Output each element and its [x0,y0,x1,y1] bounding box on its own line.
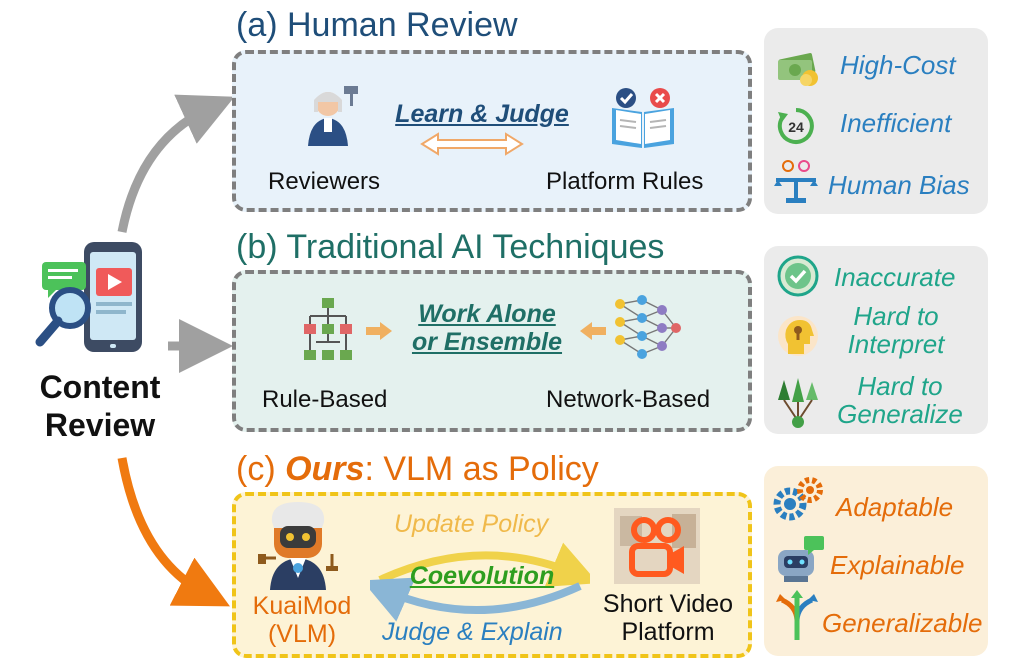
content-review-line2: Review [44,407,156,443]
rulebook-icon [612,88,674,148]
arrow-left-b [580,322,606,340]
content-review-line1: Content [39,369,161,405]
clock-24-icon: 24 [777,108,814,144]
con-human-bias: Human Bias [828,170,970,200]
con-inaccurate: Inaccurate [834,262,956,292]
section-b-panel [232,270,752,432]
con-inefficient: Inefficient [840,108,952,138]
con-hard-interpret: Hard to Interpret [836,302,956,358]
double-arrow-a [420,132,524,156]
section-c-title-ours: Ours [285,450,365,488]
money-icon [778,53,818,86]
judge-icon [308,86,358,146]
pro-explainable: Explainable [830,550,965,580]
platform-rules-label: Platform Rules [546,168,704,195]
kuaimod-line1: KuaiMod [252,592,352,620]
neural-network-icon [615,295,681,359]
section-c-title: (c) Ours: VLM as Policy [236,450,599,489]
trees-icon [778,378,818,428]
con-hard-generalize: Hard to Generalize [830,372,970,428]
section-a-title: (a) Human Review [236,6,518,44]
con-hard-generalize-line1: Hard to [857,371,943,401]
head-keyhole-icon [778,316,818,356]
arrow-to-c [117,457,230,607]
pro-adaptable: Adaptable [836,492,954,522]
cycle-top-arrow [378,542,590,587]
update-policy-label: Update Policy [394,510,549,538]
gender-scale-icon [774,160,818,203]
work-alone-line2: or Ensemble [411,328,563,356]
clock-24-text: 24 [788,119,804,135]
kuaimod-line2: (VLM) [267,620,337,648]
judge-explain-label: Judge & Explain [382,618,563,646]
learn-judge-label: Learn & Judge [395,100,569,128]
section-c-title-suffix: : VLM as Policy [364,450,599,488]
flowchart-icon [304,298,352,360]
con-hard-generalize-line2: Generalize [837,399,963,429]
pro-generalizable: Generalizable [822,608,983,638]
short-video-line1: Short Video [602,590,734,618]
arrow-right-b [366,322,392,340]
con-hard-interpret-line2: Interpret [847,329,945,359]
content-review-label: Content Review [20,368,180,444]
section-b-title: (b) Traditional AI Techniques [236,228,665,266]
short-video-line2: Platform [621,618,715,646]
kuaimod-label: KuaiMod (VLM) [250,592,354,648]
phone-review-icon [35,242,142,352]
reviewers-label: Reviewers [268,168,381,195]
check-badge-icon [777,255,819,297]
con-hard-interpret-line1: Hard to [853,301,939,331]
coevolution-label: Coevolution [409,562,555,590]
cycle-bottom-arrow [370,577,582,622]
robot-judge-icon [258,502,338,590]
arrows-split-icon [776,590,818,640]
robot-chat-icon [778,536,824,582]
section-c-title-prefix: (c) [236,450,286,488]
network-based-label: Network-Based [546,386,711,413]
connector-arrows [117,94,235,607]
arrow-to-a [117,94,235,233]
rule-based-label: Rule-Based [262,386,388,413]
coevolution-cycle [370,542,590,622]
gears-icon [773,477,823,521]
work-alone-label: Work Alone or Ensemble [398,300,576,356]
short-video-label: Short Video Platform [588,590,748,646]
video-camera-icon [614,508,700,584]
work-alone-line1: Work Alone [418,300,556,328]
con-high-cost: High-Cost [840,50,956,80]
